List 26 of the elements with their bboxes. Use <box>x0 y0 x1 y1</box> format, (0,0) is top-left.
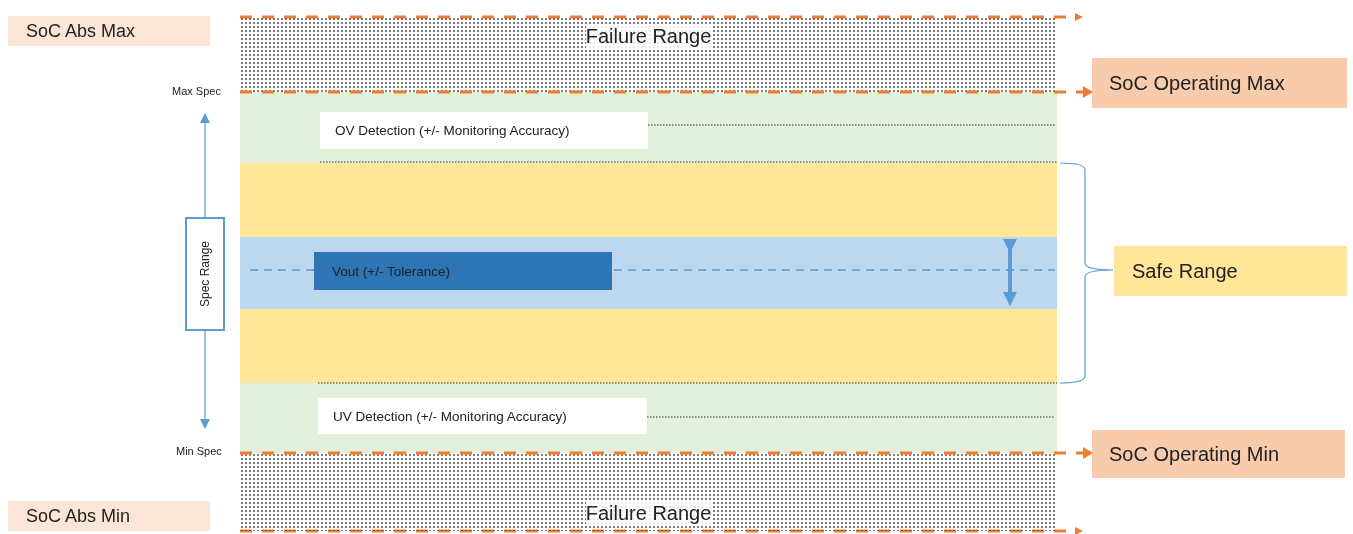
node-text: Failure Range <box>585 25 712 48</box>
failure-band <box>240 453 1057 531</box>
spec-range-box <box>185 217 225 331</box>
range-label <box>1092 58 1347 108</box>
limit-label: Min Spec <box>176 445 222 457</box>
node-text: Spec Range <box>198 240 212 307</box>
node-text: Failure Range <box>585 502 712 525</box>
node-text: Safe Range <box>1132 259 1238 283</box>
node-text: OV Detection (+/- Monitoring Accuracy) <box>335 123 570 138</box>
detection-box <box>320 112 648 149</box>
detection-box <box>318 398 647 434</box>
limit-label: Max Spec <box>172 85 221 97</box>
range-label <box>1114 246 1347 296</box>
failure-band <box>240 17 1057 92</box>
node-text: Vout (+/- Tolerance) <box>332 263 450 279</box>
vout-box <box>314 252 612 290</box>
node-text: SoC Operating Min <box>1109 442 1280 466</box>
node-text: SoC Abs Min <box>26 505 131 527</box>
node-text: UV Detection (+/- Monitoring Accuracy) <box>333 408 567 424</box>
range-label <box>1092 430 1345 478</box>
node-text: SoC Operating Max <box>1109 71 1285 95</box>
range-label <box>8 16 210 46</box>
range-label <box>8 501 210 531</box>
boundary-arrow <box>240 86 1093 98</box>
node-text: SoC Abs Max <box>26 20 136 42</box>
boundary-arrow <box>240 447 1093 459</box>
